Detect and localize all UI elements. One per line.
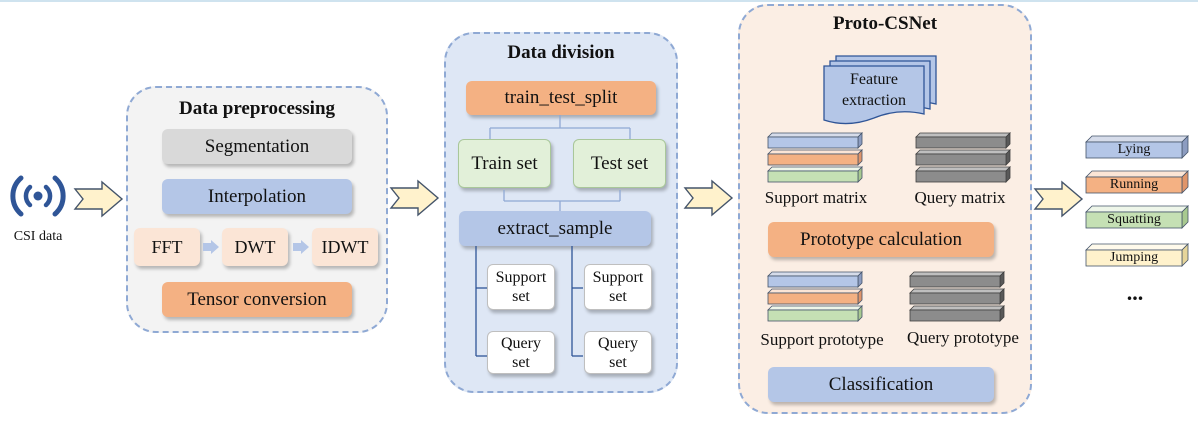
proto-csnet-title: Proto-CSNet bbox=[832, 13, 938, 34]
train-test-split-box: train_test_split bbox=[466, 81, 656, 115]
flow-arrow-2 bbox=[389, 179, 440, 217]
flow-arrow-4 bbox=[1033, 180, 1084, 218]
running-bar bbox=[1085, 170, 1189, 194]
dwt-to-idwt-arrow bbox=[293, 240, 309, 254]
feature-extraction-label: Feature extraction bbox=[842, 71, 906, 109]
flow-arrow-1 bbox=[73, 180, 124, 218]
flow-arrow-3 bbox=[683, 179, 734, 217]
top-border bbox=[0, 0, 1198, 2]
extract-sample-box: extract_sample bbox=[459, 211, 651, 246]
jumping-bar bbox=[1085, 243, 1189, 267]
wifi-signal-icon bbox=[10, 175, 66, 217]
support-prototype-label: Support prototype bbox=[760, 330, 884, 349]
support-set-left-box: Support set bbox=[487, 264, 555, 310]
more-classes-ellipsis: ... bbox=[1126, 280, 1144, 305]
feature-extraction-icon bbox=[823, 55, 937, 125]
support-matrix-label: Support matrix bbox=[764, 188, 868, 207]
classification-box: Classification bbox=[768, 367, 994, 402]
idwt-box: IDWT bbox=[312, 228, 378, 266]
running-label: Running bbox=[1109, 177, 1159, 192]
fft-box: FFT bbox=[134, 228, 200, 266]
lying-label: Lying bbox=[1117, 142, 1151, 157]
query-prototype-label: Query prototype bbox=[907, 328, 1019, 347]
squatting-bar bbox=[1085, 205, 1189, 229]
test-set-box: Test set bbox=[573, 139, 666, 188]
query-set-right-box: Query set bbox=[584, 331, 652, 374]
dwt-box: DWT bbox=[222, 228, 288, 266]
split-connector bbox=[489, 115, 631, 140]
support-prototype-icon bbox=[767, 271, 863, 322]
query-prototype-icon bbox=[909, 271, 1005, 322]
jumping-label: Jumping bbox=[1109, 250, 1159, 265]
csi-data-label: CSI data bbox=[13, 229, 63, 244]
squatting-label: Squatting bbox=[1107, 212, 1161, 227]
segmentation-box: Segmentation bbox=[162, 129, 352, 164]
sample-tree-lines bbox=[475, 246, 583, 357]
data-preprocessing-title: Data preprocessing bbox=[178, 98, 336, 119]
query-set-left-box: Query set bbox=[487, 331, 555, 374]
data-division-title: Data division bbox=[507, 42, 615, 63]
tensor-conversion-box: Tensor conversion bbox=[162, 282, 352, 317]
interpolation-box: Interpolation bbox=[162, 179, 352, 214]
lying-bar bbox=[1085, 135, 1189, 159]
prototype-calculation-box: Prototype calculation bbox=[768, 222, 994, 257]
query-matrix-icon bbox=[915, 132, 1011, 183]
support-set-right-box: Support set bbox=[584, 264, 652, 310]
train-set-box: Train set bbox=[458, 139, 551, 188]
support-matrix-icon bbox=[767, 132, 863, 183]
fft-to-dwt-arrow bbox=[203, 240, 219, 254]
query-matrix-label: Query matrix bbox=[914, 188, 1006, 207]
